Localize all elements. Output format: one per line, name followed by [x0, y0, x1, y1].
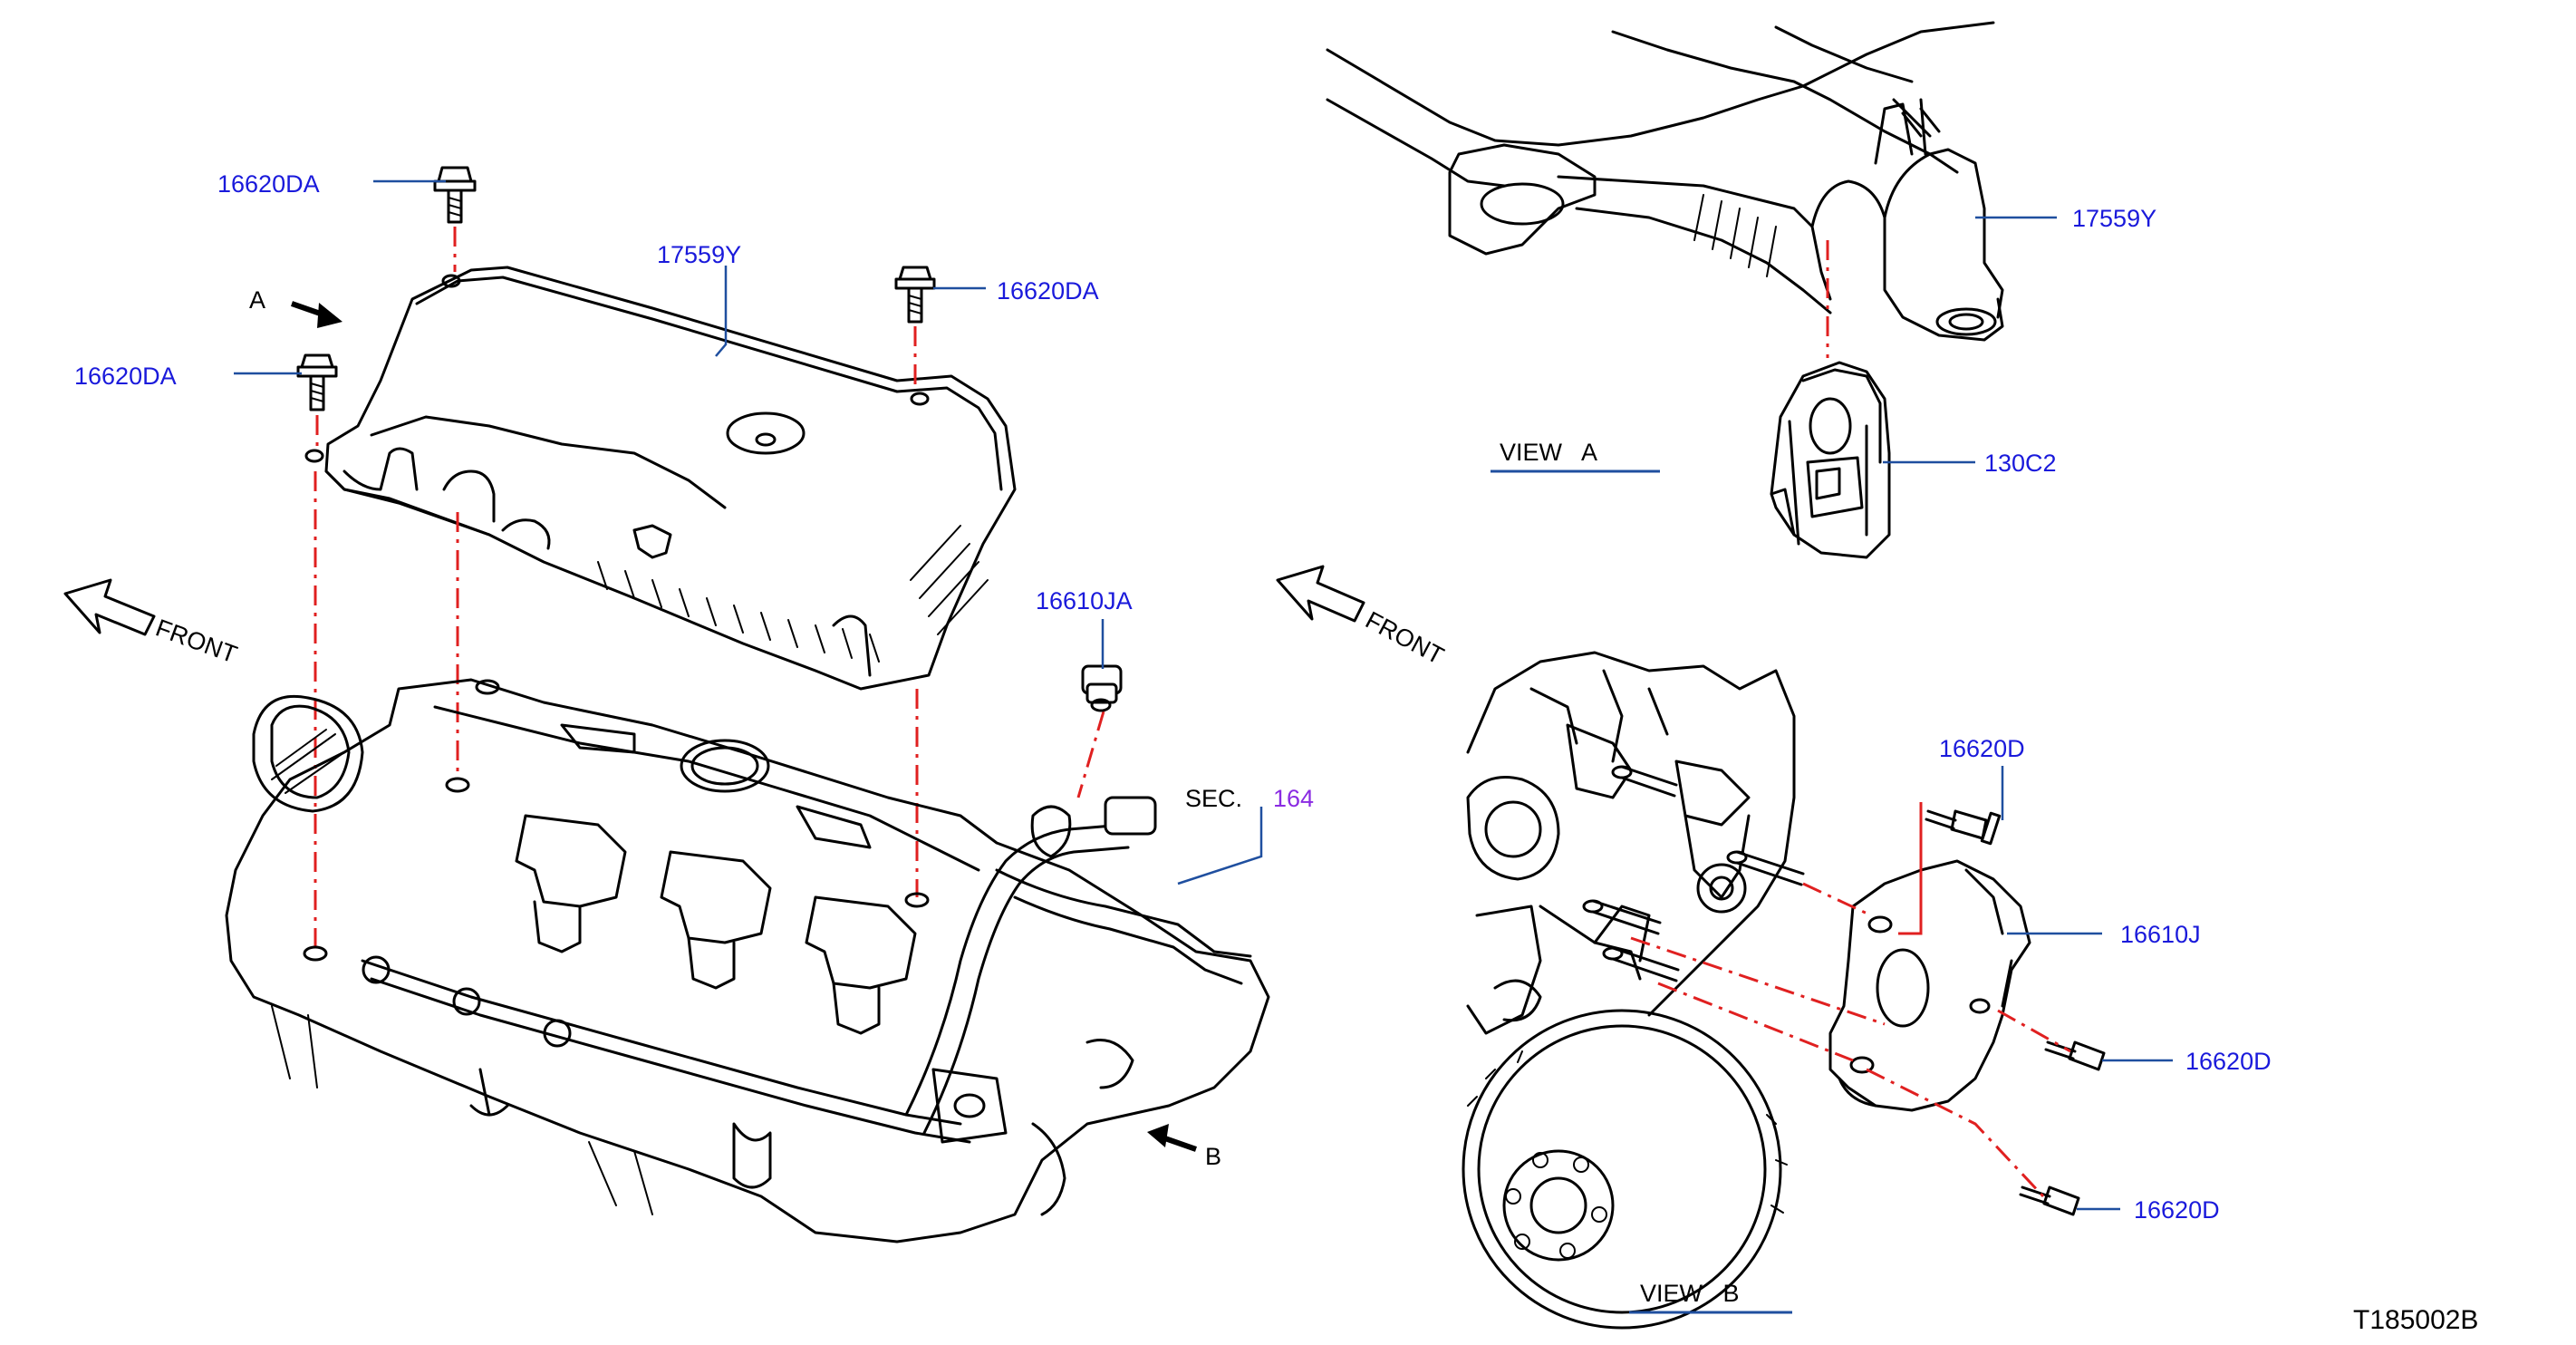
centerline	[1076, 711, 1105, 798]
label-17559y-view-a: 17559Y	[2072, 205, 2156, 232]
centerline	[1630, 936, 1886, 1026]
label-16620d-top: 16620D	[1939, 735, 2025, 762]
label-16610ja: 16610JA	[1036, 587, 1133, 614]
centerline	[1657, 982, 1854, 1062]
label-16620da-left: 16620DA	[74, 363, 177, 390]
centerline	[1997, 1009, 2071, 1053]
label-16610j: 16610J	[2120, 921, 2201, 948]
label-front-left: FRONT	[152, 614, 241, 668]
centerline	[1898, 802, 1923, 935]
front-arrow-left	[63, 578, 156, 636]
label-front-right: FRONT	[1361, 606, 1448, 670]
front-arrow-right	[1276, 565, 1365, 623]
leader-line	[715, 266, 728, 357]
label-17559y-main: 17559Y	[657, 241, 741, 268]
view-b-drawing	[1462, 651, 2106, 1330]
label-view-a: VIEW A	[1500, 439, 1597, 466]
label-16620d-bottom: 16620D	[2134, 1196, 2220, 1224]
label-sec-prefix: SEC.	[1185, 785, 1242, 812]
engine-cover-17559y-drawing	[304, 266, 1017, 691]
label-16620da-right: 16620DA	[997, 277, 1099, 305]
bolt-16620d-bottom-drawing	[2019, 1185, 2080, 1216]
figure-code: T185002B	[2353, 1305, 2478, 1335]
label-arrow-a: A	[249, 286, 265, 314]
centerline	[1866, 1068, 2045, 1198]
arrow-a	[291, 301, 343, 328]
leader-line	[1177, 807, 1263, 885]
bolt-16620da-right-drawing	[894, 266, 936, 324]
grommet-16610ja-drawing	[1081, 664, 1123, 712]
label-16620d-mid: 16620D	[2185, 1048, 2272, 1075]
bolt-16620da-top-drawing	[433, 166, 477, 224]
bolt-16620d-mid-drawing	[2044, 1040, 2106, 1071]
arrow-b	[1147, 1124, 1197, 1152]
engine-block-drawing	[225, 678, 1270, 1243]
label-sec-number: 164	[1273, 785, 1314, 812]
bolt-16620da-left-drawing	[296, 353, 338, 411]
centerline	[1802, 882, 1872, 917]
bolt-16620d-top-drawing	[1925, 809, 2002, 846]
label-16620da-top: 16620DA	[217, 170, 320, 198]
view-a-drawing	[1326, 21, 2004, 559]
label-130c2: 130C2	[1984, 450, 2057, 477]
stud-drawing	[1582, 765, 1805, 982]
label-view-b: VIEW B	[1640, 1280, 1740, 1307]
label-arrow-b: B	[1205, 1143, 1221, 1170]
engine-cover-assembly	[63, 166, 1270, 1243]
